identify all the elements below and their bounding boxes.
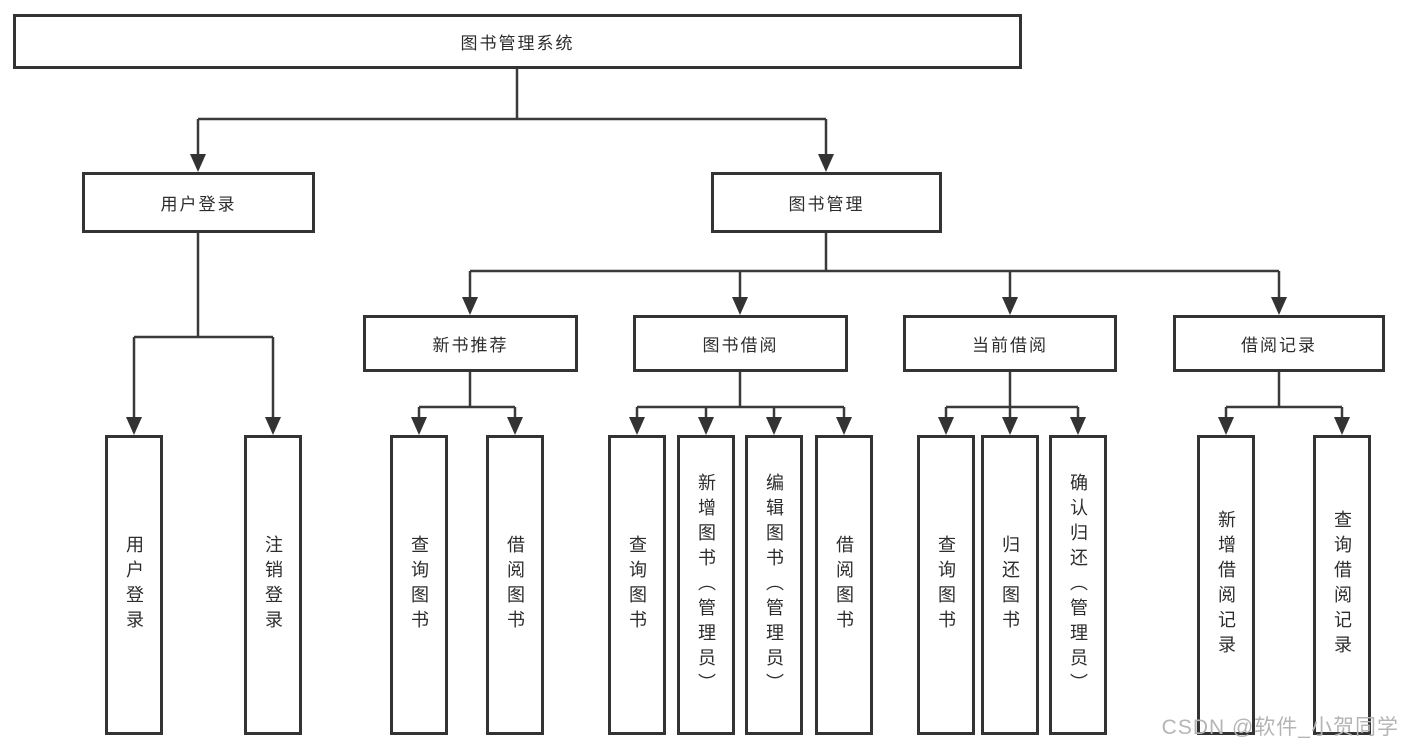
leaf-label: 新增图书（管理员）: [696, 472, 716, 698]
node-new-book-recommendation: 新书推荐: [363, 315, 578, 372]
leaf-query-books-recommend: 查询图书: [390, 435, 448, 735]
leaf-add-book-admin: 新增图书（管理员）: [677, 435, 735, 735]
leaf-add-borrow-record: 新增借阅记录: [1197, 435, 1255, 735]
leaf-label: 用户登录: [124, 535, 144, 635]
leaf-confirm-return-admin: 确认归还（管理员）: [1049, 435, 1107, 735]
leaf-logout: 注销登录: [244, 435, 302, 735]
watermark: CSDN @软件_小贺同学: [1161, 716, 1399, 739]
leaf-edit-book-admin: 编辑图书（管理员）: [745, 435, 803, 735]
leaf-label: 新增借阅记录: [1216, 510, 1236, 660]
leaf-label: 查询图书: [936, 535, 956, 635]
leaf-query-books-borrow: 查询图书: [608, 435, 666, 735]
node-current-borrowing: 当前借阅: [903, 315, 1117, 372]
leaf-label: 注销登录: [263, 535, 283, 635]
node-book-management: 图书管理: [711, 172, 942, 233]
node-label: 借阅记录: [1241, 336, 1317, 355]
node-label: 图书借阅: [702, 336, 779, 355]
node-label: 图书管理系统: [460, 34, 575, 53]
leaf-label: 借阅图书: [505, 535, 525, 635]
leaf-query-borrow-record: 查询借阅记录: [1313, 435, 1371, 735]
node-label: 图书管理: [788, 195, 865, 214]
leaf-label: 查询图书: [627, 535, 647, 635]
node-borrow-records: 借阅记录: [1173, 315, 1385, 372]
node-book-borrowing: 图书借阅: [633, 315, 848, 372]
node-library-management-system: 图书管理系统: [13, 14, 1022, 69]
leaf-user-login: 用户登录: [105, 435, 163, 735]
leaf-label: 确认归还（管理员）: [1068, 472, 1088, 698]
leaf-label: 借阅图书: [834, 535, 854, 635]
leaf-label: 编辑图书（管理员）: [764, 472, 784, 698]
leaf-return-book: 归还图书: [981, 435, 1039, 735]
leaf-borrow-books-borrow: 借阅图书: [815, 435, 873, 735]
node-label: 新书推荐: [432, 336, 509, 355]
node-user-login-branch: 用户登录: [82, 172, 315, 233]
leaf-label: 归还图书: [1000, 535, 1020, 635]
leaf-borrow-books-recommend: 借阅图书: [486, 435, 544, 735]
node-label: 当前借阅: [972, 336, 1048, 355]
leaf-label: 查询借阅记录: [1332, 510, 1352, 660]
node-label: 用户登录: [160, 195, 237, 214]
leaf-query-books-current: 查询图书: [917, 435, 975, 735]
leaf-label: 查询图书: [409, 535, 429, 635]
